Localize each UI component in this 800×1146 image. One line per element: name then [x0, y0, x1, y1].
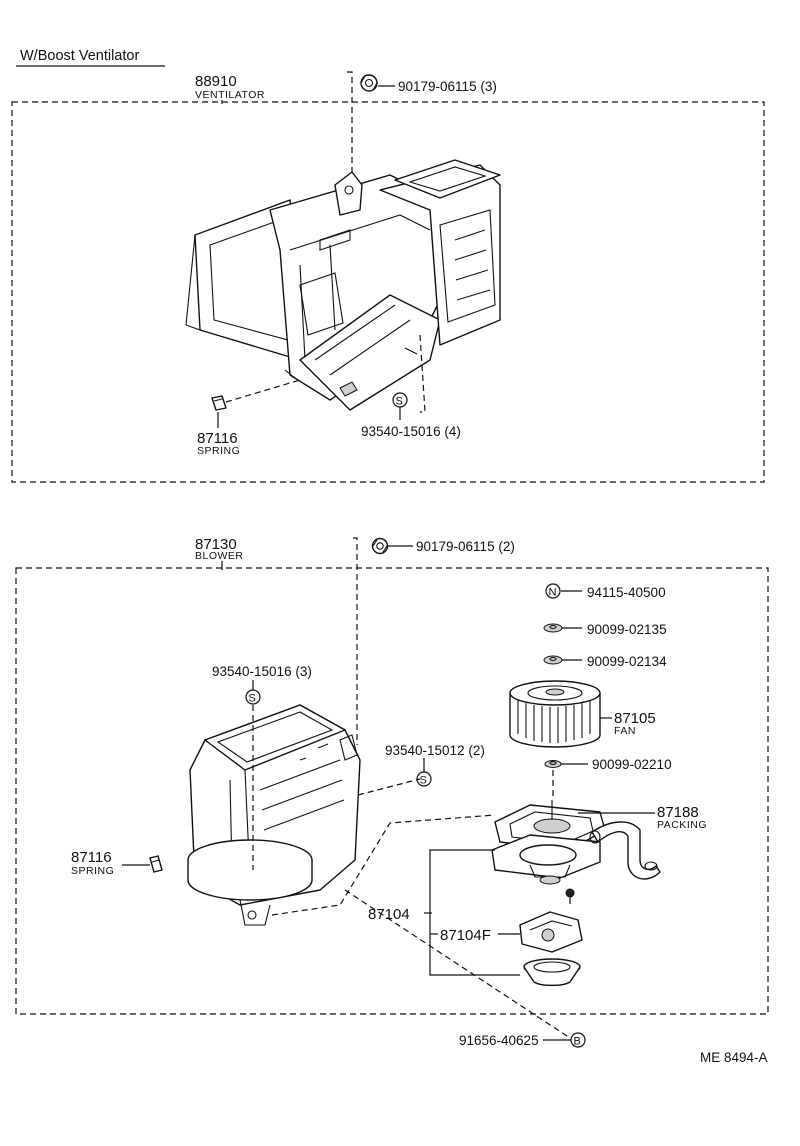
- washer-3-icon: [544, 760, 562, 768]
- ventilator-screw-callout: 93540-15016 (4): [361, 424, 461, 439]
- washer-3-callout: 90099-02210: [592, 757, 672, 772]
- motor-number: 87104: [368, 906, 410, 923]
- blower-n-nut-symbol: N: [549, 587, 557, 599]
- blower-spring-number: 87116: [71, 849, 112, 866]
- blower-screw-a-callout: 93540-15016 (3): [212, 664, 312, 679]
- motor-bottom-cover-icon: [523, 958, 581, 987]
- blower-nut-dashed-guide: [353, 537, 358, 745]
- ventilator-housing-drawing: [185, 159, 501, 411]
- motor-sub-part-icon: [519, 911, 583, 953]
- ventilator-spring-name: SPRING: [197, 445, 240, 457]
- ventilator-nut-icon: [360, 74, 378, 92]
- blower-screw-b-callout: 93540-15012 (2): [385, 743, 485, 758]
- ventilator-spring-number: 87116: [197, 430, 238, 447]
- ventilator-name: VENTILATOR: [195, 89, 265, 101]
- packing-name: PACKING: [657, 819, 707, 831]
- blower-screw-a-symbol: S: [249, 693, 256, 705]
- blower-number: 87130: [195, 536, 237, 553]
- washer-2-icon: [543, 655, 563, 665]
- motor-mount-guide-upper: [271, 814, 496, 916]
- bolt-icon: [570, 1032, 586, 1048]
- ventilator-screw-symbol: S: [396, 396, 403, 408]
- ventilator-number: 88910: [195, 73, 237, 90]
- screw-b-guide: [357, 778, 421, 796]
- bolt-callout: 91656-40625: [459, 1033, 539, 1048]
- drawing-code: ME 8494-A: [700, 1050, 768, 1065]
- cooling-hose-icon: [589, 821, 661, 880]
- ventilator-nut-dashed-guide: [347, 71, 353, 185]
- washer-1-icon: [543, 623, 563, 633]
- motor-icon: [491, 834, 601, 885]
- blower-n-nut-callout: 94115-40500: [587, 585, 666, 600]
- washer-2-callout: 90099-02134: [587, 654, 667, 669]
- fan-icon: [509, 680, 601, 748]
- ventilator-spring-guide: [225, 379, 301, 403]
- diagram-title: W/Boost Ventilator: [20, 48, 139, 64]
- washer-1-callout: 90099-02135: [587, 622, 667, 637]
- fan-name: FAN: [614, 725, 636, 737]
- blower-screw-b-symbol: S: [420, 775, 427, 787]
- blower-spring-name: SPRING: [71, 865, 114, 877]
- blower-boundary: [15, 567, 769, 1015]
- blower-name: BLOWER: [195, 550, 244, 562]
- blower-nut-callout: 90179-06115 (2): [416, 539, 515, 554]
- ventilator-screw-guide: [419, 334, 426, 413]
- packing-number: 87188: [657, 804, 699, 821]
- ventilator-spring-icon: [211, 395, 227, 411]
- blower-spring-icon: [149, 855, 163, 873]
- bolt-symbol: B: [574, 1036, 581, 1048]
- motor-sub-number: 87104F: [440, 927, 491, 944]
- blower-n-nut-icon: [545, 583, 561, 599]
- blower-nut-icon: [371, 537, 389, 555]
- fan-number: 87105: [614, 710, 656, 727]
- bolt-guide: [344, 889, 571, 1039]
- blower-housing-drawing: [187, 704, 361, 926]
- ventilator-section: 88910 VENTILATOR 90179-06115 (3): [11, 71, 765, 483]
- motor-screw-icon: [565, 888, 575, 904]
- ventilator-boundary: [11, 101, 765, 483]
- blower-section: 87130 BLOWER 90179-06115 (2) N 94115-405…: [15, 536, 769, 1048]
- ventilator-nut-callout: 90179-06115 (3): [398, 79, 497, 94]
